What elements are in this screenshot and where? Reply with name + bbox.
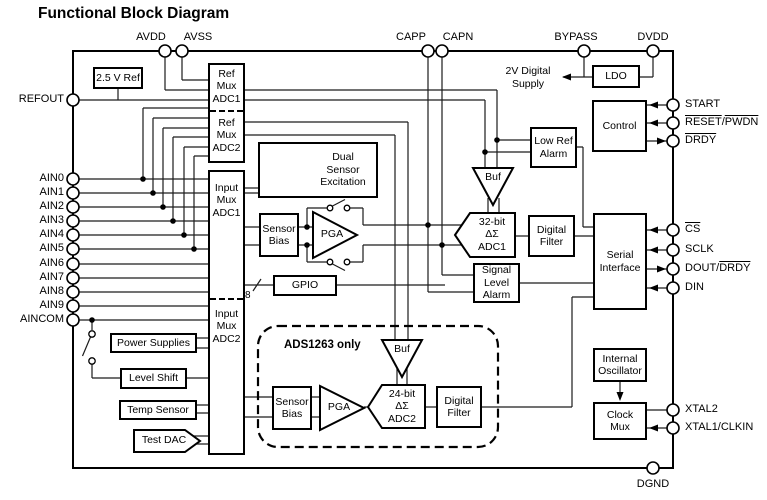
block-low-ref-alarm: Low Ref Alarm bbox=[530, 127, 577, 168]
gpio-bus-width-label: 8 bbox=[245, 290, 251, 301]
adc2-label: 24-bit ΔΣ ADC2 bbox=[387, 388, 417, 425]
ref-mux-adc1-label: Ref Mux ADC1 bbox=[212, 68, 241, 105]
test-dac-shape bbox=[133, 429, 202, 453]
block-control: Control bbox=[592, 100, 647, 152]
adc1-pentagon bbox=[453, 212, 516, 258]
page-title: Functional Block Diagram bbox=[38, 5, 230, 22]
pin-label-start: START bbox=[685, 98, 721, 110]
pga-2-label: PGA bbox=[327, 401, 351, 413]
block-clock-mux: Clock Mux bbox=[593, 402, 647, 440]
ref-buffer-1-triangle bbox=[471, 167, 515, 208]
pin-label-aincom: AINCOM bbox=[20, 313, 64, 325]
pin-label-bypass: BYPASS bbox=[554, 31, 598, 43]
pin-label-refout: REFOUT bbox=[18, 93, 64, 105]
pin-label-dvdd: DVDD bbox=[637, 31, 669, 43]
input-mux-adc1-label: Input Mux ADC1 bbox=[212, 182, 241, 219]
switch-contacts bbox=[88, 204, 351, 365]
pin-label-ain1: AIN1 bbox=[39, 186, 64, 198]
pin-label-cs: CS bbox=[685, 223, 701, 235]
block-voltage-reference: 2.5 V Ref bbox=[93, 67, 143, 89]
pin-label-ain0: AIN0 bbox=[39, 172, 64, 184]
pin-label-ain5: AIN5 bbox=[39, 242, 64, 254]
pga-1-label: PGA bbox=[320, 228, 344, 240]
pin-label-ain8: AIN8 bbox=[39, 285, 64, 297]
pga-1-triangle bbox=[312, 210, 360, 260]
block-ref-mux: Ref Mux ADC1 Ref Mux ADC2 bbox=[208, 63, 245, 163]
pin-label-xtal2: XTAL2 bbox=[685, 403, 718, 415]
adc1-label: 32-bit ΔΣ ADC1 bbox=[477, 216, 507, 253]
pin-label-capn: CAPN bbox=[442, 31, 474, 43]
pin-label-avss: AVSS bbox=[183, 31, 213, 43]
ref-mux-divider bbox=[210, 110, 243, 112]
block-sensor-bias-1: Sensor Bias bbox=[259, 213, 299, 257]
converter-shapes bbox=[133, 167, 516, 453]
pin-label-ain6: AIN6 bbox=[39, 257, 64, 269]
pga-2-triangle bbox=[319, 384, 367, 432]
block-gpio: GPIO bbox=[273, 275, 337, 296]
pin-label-capp: CAPP bbox=[396, 31, 426, 43]
block-digital-filter-2: Digital Filter bbox=[436, 386, 482, 428]
pin-label-drdy: DRDY bbox=[685, 134, 717, 146]
block-serial-interface: Serial Interface bbox=[593, 213, 647, 310]
pin-label-avdd: AVDD bbox=[136, 31, 166, 43]
input-mux-divider bbox=[210, 298, 243, 300]
block-power-supplies: Power Supplies bbox=[110, 333, 197, 353]
test-dac-label: Test DAC bbox=[141, 434, 187, 446]
pin-label-ain7: AIN7 bbox=[39, 271, 64, 283]
block-internal-oscillator: Internal Oscillator bbox=[593, 348, 647, 382]
digital-supply-note: 2V Digital Supply bbox=[505, 65, 551, 90]
block-signal-level-alarm: Signal Level Alarm bbox=[473, 263, 520, 303]
pin-label-ain9: AIN9 bbox=[39, 299, 64, 311]
input-mux-adc2-label: Input Mux ADC2 bbox=[212, 308, 241, 345]
pin-label-sclk: SCLK bbox=[685, 243, 714, 255]
ads1263-only-region bbox=[256, 324, 500, 449]
block-sensor-bias-2: Sensor Bias bbox=[272, 386, 312, 430]
junction-dots bbox=[89, 137, 500, 323]
pin-label-dgnd: DGND bbox=[636, 478, 670, 490]
buf-2-label: Buf bbox=[394, 343, 410, 355]
block-level-shift: Level Shift bbox=[120, 368, 187, 389]
buf-1-label: Buf bbox=[485, 171, 501, 183]
pin-label-ain4: AIN4 bbox=[39, 228, 64, 240]
pin-label-xtal1-clkin: XTAL1/CLKIN bbox=[685, 421, 754, 433]
pin-label-dout-drdy: DOUT/DRDY bbox=[685, 262, 751, 274]
ads1263-only-label: ADS1263 only bbox=[284, 339, 361, 351]
pin-label-reset-pwdn: RESET/PWDN bbox=[685, 116, 759, 128]
ref-buffer-2-triangle bbox=[380, 339, 424, 380]
block-input-mux: Input Mux ADC1 Input Mux ADC2 bbox=[208, 170, 245, 455]
pin-label-ain2: AIN2 bbox=[39, 200, 64, 212]
block-dual-sensor-excitation: Dual Sensor Excitation bbox=[258, 142, 378, 198]
pin-label-ain3: AIN3 bbox=[39, 214, 64, 226]
pin-circles bbox=[66, 44, 680, 475]
block-ldo: LDO bbox=[592, 65, 640, 88]
ref-mux-adc2-label: Ref Mux ADC2 bbox=[212, 117, 241, 154]
pin-label-din: DIN bbox=[685, 281, 704, 293]
adc2-pentagon bbox=[366, 384, 426, 429]
block-temp-sensor: Temp Sensor bbox=[119, 400, 197, 420]
block-digital-filter-1: Digital Filter bbox=[528, 215, 575, 257]
